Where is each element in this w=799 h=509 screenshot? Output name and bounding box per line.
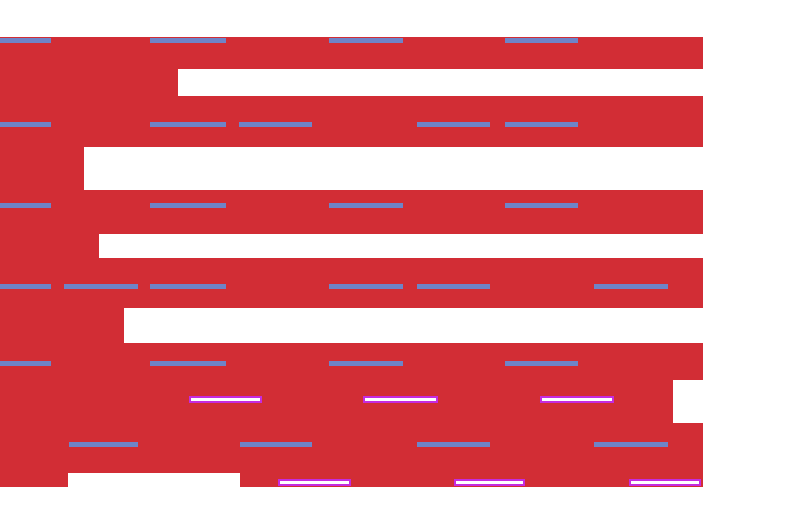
link-segment[interactable]: [239, 122, 312, 127]
highlighted-bar[interactable]: [454, 479, 525, 486]
text-block: [0, 96, 703, 147]
link-segment[interactable]: [417, 122, 490, 127]
link-segment[interactable]: [0, 361, 51, 366]
text-block: [0, 423, 703, 473]
highlighted-bar[interactable]: [189, 396, 262, 403]
highlighted-bar[interactable]: [629, 479, 701, 486]
link-segment[interactable]: [150, 203, 226, 208]
link-segment[interactable]: [505, 122, 578, 127]
highlighted-bar[interactable]: [278, 479, 351, 486]
link-segment[interactable]: [505, 361, 578, 366]
link-segment[interactable]: [0, 284, 51, 289]
text-block: [0, 234, 99, 258]
highlighted-bar[interactable]: [540, 396, 614, 403]
link-segment[interactable]: [150, 361, 226, 366]
link-segment[interactable]: [329, 203, 403, 208]
link-segment[interactable]: [0, 122, 51, 127]
link-segment[interactable]: [69, 442, 138, 447]
link-segment[interactable]: [329, 284, 403, 289]
link-segment[interactable]: [150, 122, 226, 127]
text-block: [0, 308, 124, 343]
text-block: [0, 258, 703, 308]
text-block: [0, 147, 84, 190]
text-block: [0, 69, 178, 96]
link-segment[interactable]: [150, 38, 226, 43]
link-segment[interactable]: [505, 203, 578, 208]
highlighted-bar[interactable]: [363, 396, 438, 403]
link-segment[interactable]: [150, 284, 226, 289]
link-segment[interactable]: [64, 284, 138, 289]
link-segment[interactable]: [240, 442, 312, 447]
link-segment[interactable]: [505, 38, 578, 43]
link-segment[interactable]: [0, 203, 51, 208]
link-segment[interactable]: [0, 38, 51, 43]
text-block: [0, 190, 703, 234]
link-segment[interactable]: [417, 442, 490, 447]
link-segment[interactable]: [329, 361, 403, 366]
link-segment[interactable]: [594, 442, 668, 447]
link-segment[interactable]: [329, 38, 403, 43]
link-segment[interactable]: [594, 284, 668, 289]
text-block: [0, 473, 68, 487]
link-segment[interactable]: [417, 284, 490, 289]
